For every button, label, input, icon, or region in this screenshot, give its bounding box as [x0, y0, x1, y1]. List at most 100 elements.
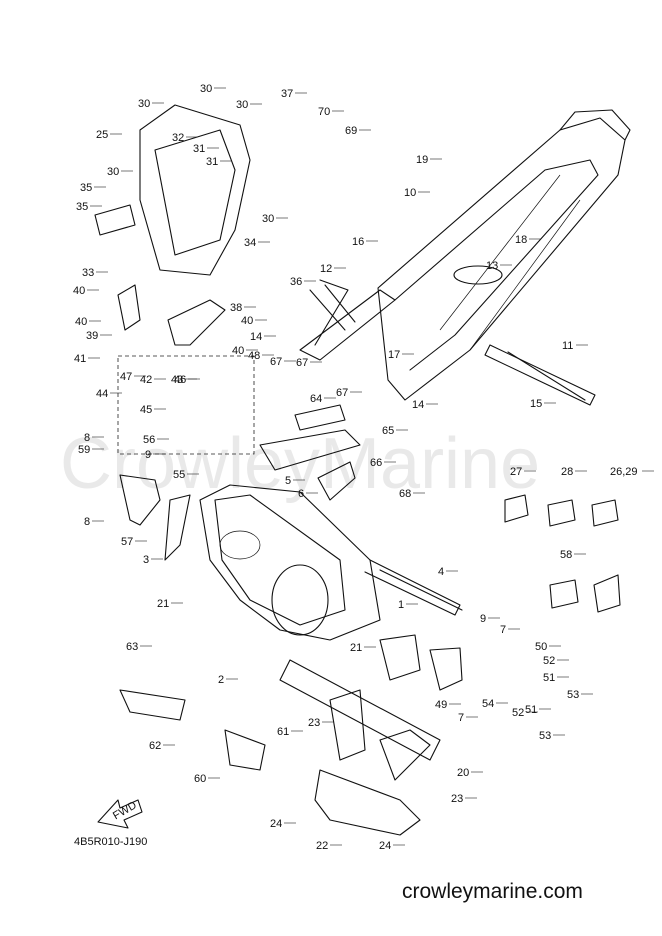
- callout-45: 45: [140, 404, 152, 416]
- callout-34: 34: [244, 237, 256, 249]
- callout-59: 59: [78, 444, 90, 456]
- callout-40: 40: [75, 316, 87, 328]
- callout-2: 2: [218, 674, 224, 686]
- callout-31: 31: [206, 156, 218, 168]
- callout-15: 15: [530, 398, 542, 410]
- callout-7: 7: [458, 712, 464, 724]
- callout-30: 30: [107, 166, 119, 178]
- callout-55: 55: [173, 469, 185, 481]
- fwd-arrow-icon: FWD: [97, 799, 143, 829]
- callout-38: 38: [230, 302, 242, 314]
- callout-12: 12: [320, 263, 332, 275]
- callout-25: 25: [96, 129, 108, 141]
- watermark-text: CrowleyMarine: [60, 424, 540, 504]
- callout-20: 20: [457, 767, 469, 779]
- callout-40: 40: [241, 315, 253, 327]
- callout-54: 54: [482, 698, 494, 710]
- callout-30: 30: [200, 83, 212, 95]
- callout-23: 23: [451, 793, 463, 805]
- callout-49: 49: [435, 699, 447, 711]
- callout-3: 3: [143, 554, 149, 566]
- site-url: crowleymarine.com: [402, 880, 583, 903]
- callout-36: 36: [290, 276, 302, 288]
- callout-1: 1: [398, 599, 404, 611]
- callout-35: 35: [76, 201, 88, 213]
- callout-21: 21: [350, 642, 362, 654]
- callout-22: 22: [316, 840, 328, 852]
- callout-53: 53: [567, 689, 579, 701]
- callout-41: 41: [74, 353, 86, 365]
- callout-40: 40: [73, 285, 85, 297]
- callout-8: 8: [84, 432, 90, 444]
- lower-bracket-assembly: [279, 659, 441, 836]
- callout-51: 51: [525, 704, 537, 716]
- callout-43: 43: [171, 374, 183, 386]
- callout-6: 6: [298, 488, 304, 500]
- upper-left-bracket-assembly: [94, 104, 251, 346]
- callout-5: 5: [285, 475, 291, 487]
- callout-67: 67: [296, 357, 308, 369]
- callout-4: 4: [438, 566, 444, 578]
- leader-lines: [87, 87, 654, 846]
- callout-39: 39: [86, 330, 98, 342]
- callout-68: 68: [399, 488, 411, 500]
- callout-47: 47: [120, 371, 132, 383]
- callout-13: 13: [486, 260, 498, 272]
- callout-33: 33: [82, 267, 94, 279]
- callout-70: 70: [318, 106, 330, 118]
- callout-21: 21: [157, 598, 169, 610]
- callout-53: 53: [539, 730, 551, 742]
- callout-40: 40: [232, 345, 244, 357]
- clamp-parts: [504, 494, 621, 613]
- callout-9: 9: [145, 449, 151, 461]
- subassembly-41-box: [117, 355, 255, 455]
- mount-brackets: [259, 404, 463, 691]
- callout-52: 52: [543, 655, 555, 667]
- callout-30: 30: [236, 99, 248, 111]
- callout-19: 19: [416, 154, 428, 166]
- callout-14: 14: [250, 331, 262, 343]
- callout-66: 66: [370, 457, 382, 469]
- callout-37: 37: [281, 88, 293, 100]
- callout-7: 7: [500, 624, 506, 636]
- callout-16: 16: [352, 236, 364, 248]
- callout-69: 69: [345, 125, 357, 137]
- callout-60: 60: [194, 773, 206, 785]
- callout-65: 65: [382, 425, 394, 437]
- callout-17: 17: [388, 349, 400, 361]
- callout-8: 8: [84, 516, 90, 528]
- callout-62: 62: [149, 740, 161, 752]
- callout-44: 44: [96, 388, 108, 400]
- callout-51: 51: [543, 672, 555, 684]
- callout-27: 27: [510, 466, 522, 478]
- callout-31: 31: [193, 143, 205, 155]
- callout-32: 32: [172, 132, 184, 144]
- callout-35: 35: [80, 182, 92, 194]
- callout-18: 18: [515, 234, 527, 246]
- callout-67: 67: [336, 387, 348, 399]
- callout-42: 42: [140, 374, 152, 386]
- callout-10: 10: [404, 187, 416, 199]
- callout-57: 57: [121, 536, 133, 548]
- callout-52: 52: [512, 707, 524, 719]
- drawing-code: 4B5R010-J190: [74, 836, 148, 848]
- callout-11: 11: [562, 340, 573, 352]
- callout-30: 30: [138, 98, 150, 110]
- callout-30: 30: [262, 213, 274, 225]
- side-bracket-assembly: [119, 474, 266, 771]
- callout-67: 67: [270, 356, 282, 368]
- callout-48: 48: [248, 350, 260, 362]
- callout-28: 28: [561, 466, 573, 478]
- callout-50: 50: [535, 641, 547, 653]
- callout-9: 9: [480, 613, 486, 625]
- callout-26-29: 26,29: [610, 466, 638, 478]
- callout-24: 24: [379, 840, 391, 852]
- callout-64: 64: [310, 393, 322, 405]
- callout-24: 24: [270, 818, 282, 830]
- callout-14: 14: [412, 399, 424, 411]
- callout-46: 46: [174, 374, 186, 386]
- callout-61: 61: [277, 726, 289, 738]
- rods-and-bolts: [309, 279, 586, 611]
